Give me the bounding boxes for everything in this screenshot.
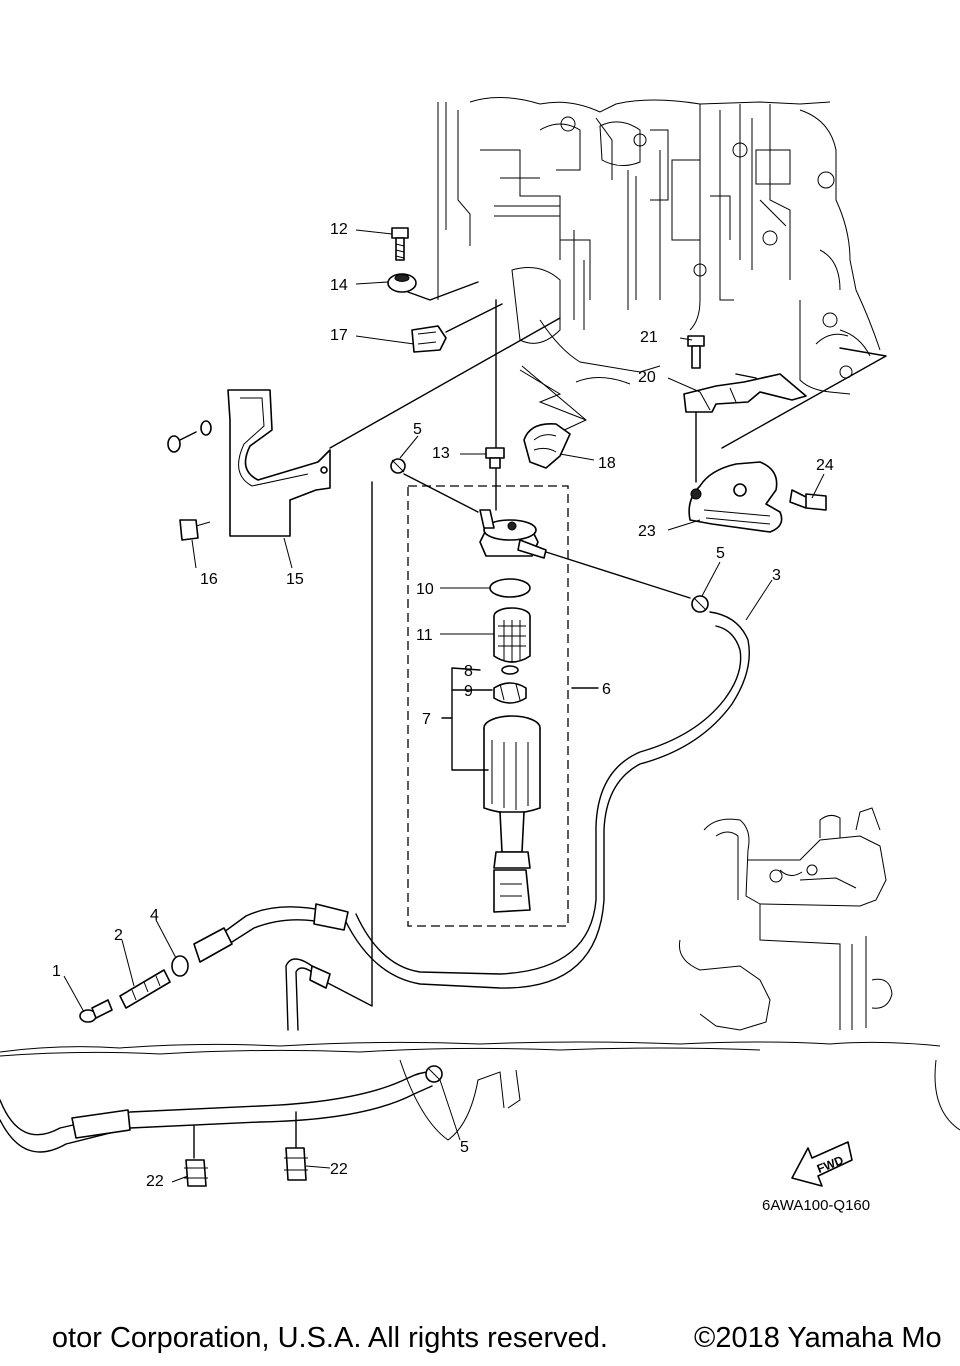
bolt-24	[789, 489, 827, 511]
callout-5-mid: 5	[716, 545, 725, 562]
clip-17	[411, 325, 447, 353]
bracket-15	[167, 389, 331, 537]
o-ring-10	[489, 578, 531, 598]
ring-8	[501, 665, 519, 675]
callout-10: 10	[416, 581, 434, 598]
cut-line	[0, 1041, 941, 1053]
bolt-12	[391, 227, 409, 261]
callout-13: 13	[432, 445, 450, 462]
copyright-footer: otor Corporation, U.S.A. All rights rese…	[0, 1322, 960, 1362]
cap-1	[79, 999, 113, 1023]
connector-4	[171, 927, 233, 977]
callout-12: 12	[330, 221, 348, 238]
clip-18	[523, 423, 571, 469]
callout-4: 4	[150, 907, 159, 924]
callout-2: 2	[114, 927, 123, 944]
callout-8: 8	[464, 663, 473, 680]
fuel-line-outlet	[545, 551, 691, 599]
callout-9: 9	[464, 683, 473, 700]
copyright-left-text: otor Corporation, U.S.A. All rights rese…	[51, 1322, 608, 1354]
lever-23	[688, 461, 783, 533]
fwd-arrow-icon: FWD	[791, 1141, 853, 1187]
clamp-5-lower	[425, 1065, 443, 1083]
callout-5-lower: 5	[460, 1139, 469, 1156]
callout-1: 1	[52, 963, 61, 980]
callout-11: 11	[416, 627, 433, 644]
callout-22-left: 22	[146, 1173, 164, 1190]
hose-3	[343, 611, 750, 989]
callout-3: 3	[772, 567, 781, 584]
callout-21: 21	[640, 329, 658, 346]
filter-assembly-box	[407, 485, 569, 927]
callout-16: 16	[200, 571, 218, 588]
callout-7: 7	[422, 711, 431, 728]
filter-cup-7	[483, 715, 541, 913]
callout-14: 14	[330, 277, 348, 294]
fuel-line-inlet	[403, 473, 479, 513]
bolt-13	[485, 447, 505, 469]
clip-22-right	[284, 1147, 308, 1181]
lower-fuel-hose	[0, 1071, 431, 1136]
clip-22-left	[184, 1159, 208, 1187]
connector-2	[119, 969, 171, 1009]
diagram-code: 6AWA100-Q160	[762, 1197, 870, 1214]
callout-22-right: 22	[330, 1161, 348, 1178]
filter-element-11	[493, 607, 531, 663]
copyright-right-text: ©2018 Yamaha Mo	[694, 1322, 942, 1354]
lower-engine-outline	[678, 807, 960, 1131]
bracket-20	[683, 373, 807, 413]
bolt-21	[687, 335, 705, 369]
engine-block-outline	[437, 96, 881, 433]
callout-23: 23	[638, 523, 656, 540]
clamp-5-top	[390, 458, 406, 474]
leader-lines	[63, 229, 825, 1183]
hose-end-fitting	[313, 903, 349, 931]
screw-16	[179, 519, 211, 541]
callout-24: 24	[816, 457, 834, 474]
callout-5-top: 5	[413, 421, 422, 438]
callout-20: 20	[638, 369, 656, 386]
filter-head	[479, 509, 547, 559]
callout-6: 6	[602, 681, 611, 698]
float-9	[493, 682, 527, 704]
callout-18: 18	[598, 455, 616, 472]
callout-17: 17	[330, 327, 348, 344]
callout-labels: 12 14 17 5 13 18 16 15 21 20 24 23 5 3 1…	[52, 221, 834, 1190]
callout-15: 15	[286, 571, 304, 588]
grommet-14	[387, 273, 417, 293]
clamp-5-mid	[691, 595, 709, 613]
